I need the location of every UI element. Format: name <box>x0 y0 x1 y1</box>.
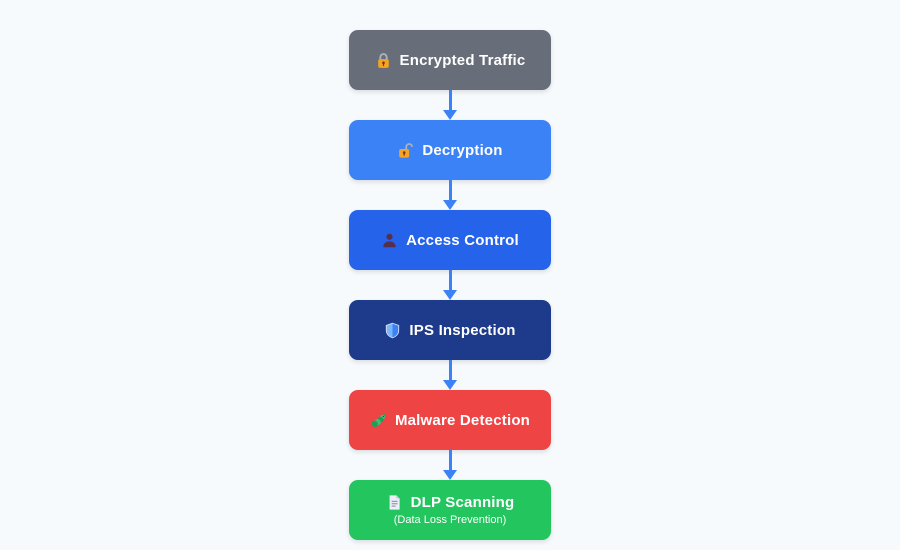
arrowhead-icon <box>443 380 457 390</box>
flow-arrow <box>349 360 551 390</box>
node-title-row: Access Control <box>381 232 519 249</box>
node-title-row: Malware Detection <box>370 412 530 429</box>
arrow-line <box>448 360 452 381</box>
arrowhead-icon <box>443 290 457 300</box>
node-label: Malware Detection <box>394 411 531 429</box>
arrow-line <box>448 270 452 291</box>
node-access-control: Access Control <box>349 210 551 270</box>
node-label: DLP Scanning <box>410 494 515 511</box>
flow-arrow <box>349 90 551 120</box>
arrowhead-icon <box>443 200 457 210</box>
lock-open-icon <box>397 142 414 159</box>
node-title-row: IPS Inspection <box>384 322 515 339</box>
node-title-row: Encrypted Traffic <box>375 52 526 69</box>
arrow-line <box>448 450 452 471</box>
document-icon <box>386 494 403 511</box>
flow-arrow <box>349 180 551 210</box>
flow-arrow <box>349 450 551 480</box>
node-malware-detection: Malware Detection <box>349 390 551 450</box>
arrowhead-icon <box>443 470 457 480</box>
node-label: Encrypted Traffic <box>399 51 526 69</box>
node-decryption: Decryption <box>349 120 551 180</box>
node-label: Decryption <box>422 141 503 159</box>
lock-closed-icon <box>375 52 392 69</box>
node-dlp-scanning: DLP Scanning (Data Loss Prevention) <box>349 480 551 540</box>
node-sublabel: (Data Loss Prevention) <box>393 514 507 526</box>
node-title-row: Decryption <box>397 142 502 159</box>
arrowhead-icon <box>443 110 457 120</box>
node-label: IPS Inspection <box>409 321 516 339</box>
node-label: Access Control <box>406 231 519 249</box>
node-ips-inspection: IPS Inspection <box>349 300 551 360</box>
person-silhouette-icon <box>381 232 398 249</box>
flow-arrow <box>349 270 551 300</box>
shield-icon <box>384 322 401 339</box>
node-encrypted-traffic: Encrypted Traffic <box>349 30 551 90</box>
bug-icon <box>370 412 387 429</box>
node-title-row: DLP Scanning <box>386 494 515 511</box>
arrow-line <box>448 180 452 201</box>
flowchart: Encrypted Traffic Decryption <box>349 30 551 540</box>
arrow-line <box>448 90 452 111</box>
